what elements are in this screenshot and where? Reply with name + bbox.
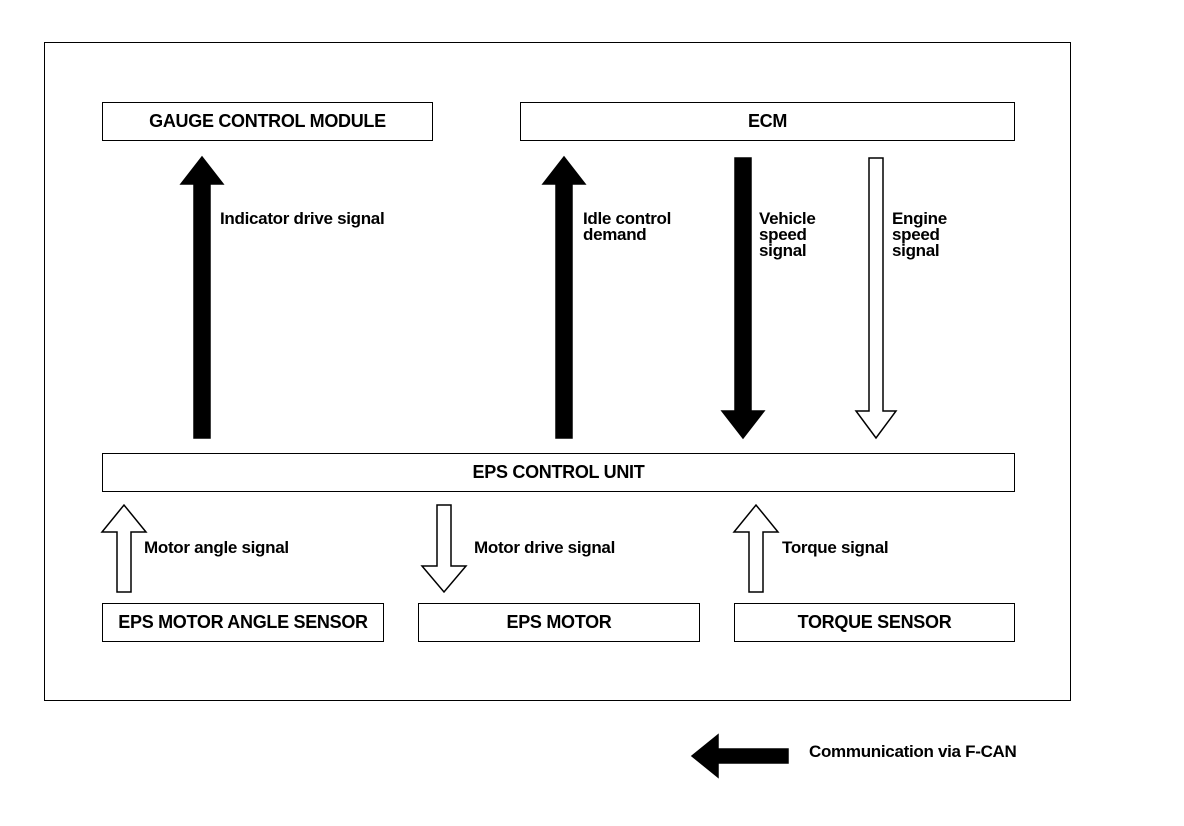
vehicle-speed-label: Vehicle speed signal — [759, 209, 816, 260]
idle-control-label: Idle control demand — [583, 209, 672, 244]
diagram-frame — [44, 42, 1071, 701]
idle-control-line-2: demand — [583, 225, 647, 244]
idle-control-arrow — [541, 155, 587, 439]
fcan-legend-arrow — [690, 733, 789, 779]
vehicle-speed-arrow — [720, 157, 766, 440]
vehicle-speed-line-2: speed — [759, 225, 807, 244]
engine-speed-line-2: speed — [892, 225, 940, 244]
ecm-box: ECM — [520, 102, 1015, 141]
gauge-control-module-box: GAUGE CONTROL MODULE — [102, 102, 433, 141]
engine-speed-label: Engine speed signal — [892, 209, 947, 260]
eps-motor-angle-sensor-box: EPS MOTOR ANGLE SENSOR — [102, 603, 384, 642]
motor-drive-label: Motor drive signal — [474, 538, 616, 557]
indicator-drive-label: Indicator drive signal — [220, 209, 385, 228]
eps-motor-box: EPS MOTOR — [418, 603, 700, 642]
fcan-legend-label: Communication via F-CAN — [809, 742, 1017, 761]
engine-speed-arrow — [854, 157, 898, 440]
motor-angle-label: Motor angle signal — [144, 538, 289, 557]
torque-arrow — [732, 503, 780, 593]
torque-label: Torque signal — [782, 538, 889, 557]
vehicle-speed-line-1: Vehicle — [759, 209, 816, 228]
eps-control-unit-box: EPS CONTROL UNIT — [102, 453, 1015, 492]
motor-angle-arrow — [100, 503, 148, 593]
idle-control-line-1: Idle control — [583, 209, 672, 228]
torque-sensor-box: TORQUE SENSOR — [734, 603, 1015, 642]
motor-drive-arrow — [420, 504, 468, 594]
engine-speed-line-1: Engine — [892, 209, 947, 228]
vehicle-speed-line-3: signal — [759, 241, 807, 260]
engine-speed-line-3: signal — [892, 241, 940, 260]
indicator-drive-arrow — [179, 155, 225, 439]
